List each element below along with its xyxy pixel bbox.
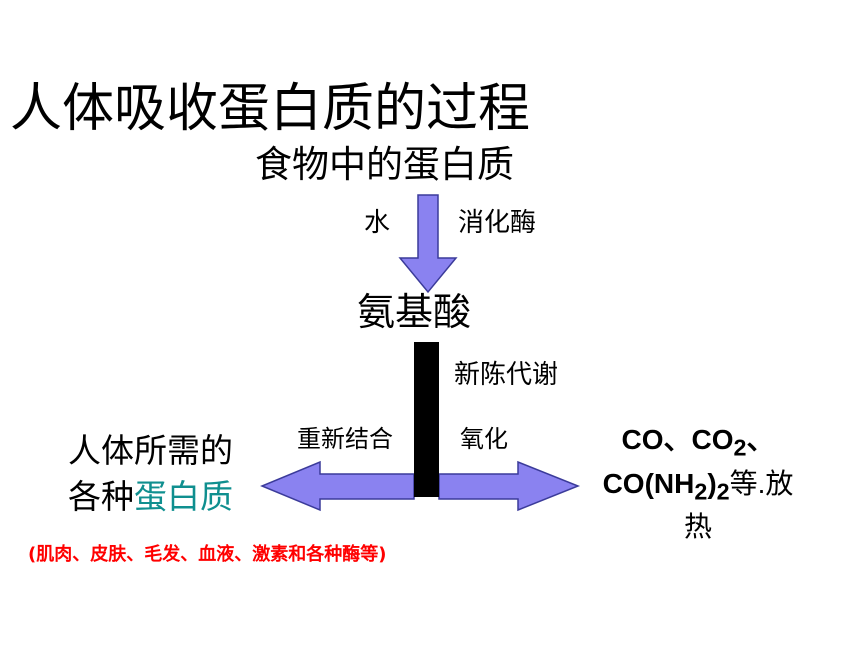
enzyme-label: 消化酶 bbox=[458, 208, 537, 238]
metabolism-label: 新陈代谢 bbox=[454, 360, 559, 390]
needed-protein-line1: 人体所需的 bbox=[68, 431, 233, 470]
page-title: 人体吸收蛋白质的过程 bbox=[10, 79, 531, 139]
oxidation-products: CO、CO2、 CO(NH2)2等.放 热 bbox=[582, 422, 814, 545]
products-line2: CO(NH2)2等.放 bbox=[602, 467, 794, 505]
needed-protein-prefix: 各种 bbox=[68, 477, 134, 516]
protein-examples: (肌肉、皮肤、毛发、血液、激素和各种酶等) bbox=[28, 544, 387, 565]
amino-acid-label: 氨基酸 bbox=[357, 290, 472, 334]
recombine-label: 重新结合 bbox=[297, 425, 393, 453]
products-line1: CO、CO2、 bbox=[621, 424, 775, 461]
needed-protein-line2: 各种蛋白质 bbox=[68, 480, 233, 513]
oxidize-label: 氧化 bbox=[460, 425, 508, 453]
left-arrow bbox=[260, 460, 415, 512]
metabolism-bar bbox=[414, 342, 439, 497]
water-label: 水 bbox=[364, 208, 391, 238]
needed-protein-highlight: 蛋白质 bbox=[134, 477, 233, 516]
products-line3: 热 bbox=[683, 511, 712, 543]
right-arrow bbox=[438, 460, 581, 512]
down-arrow bbox=[398, 194, 458, 294]
food-protein-label: 食物中的蛋白质 bbox=[255, 143, 514, 186]
